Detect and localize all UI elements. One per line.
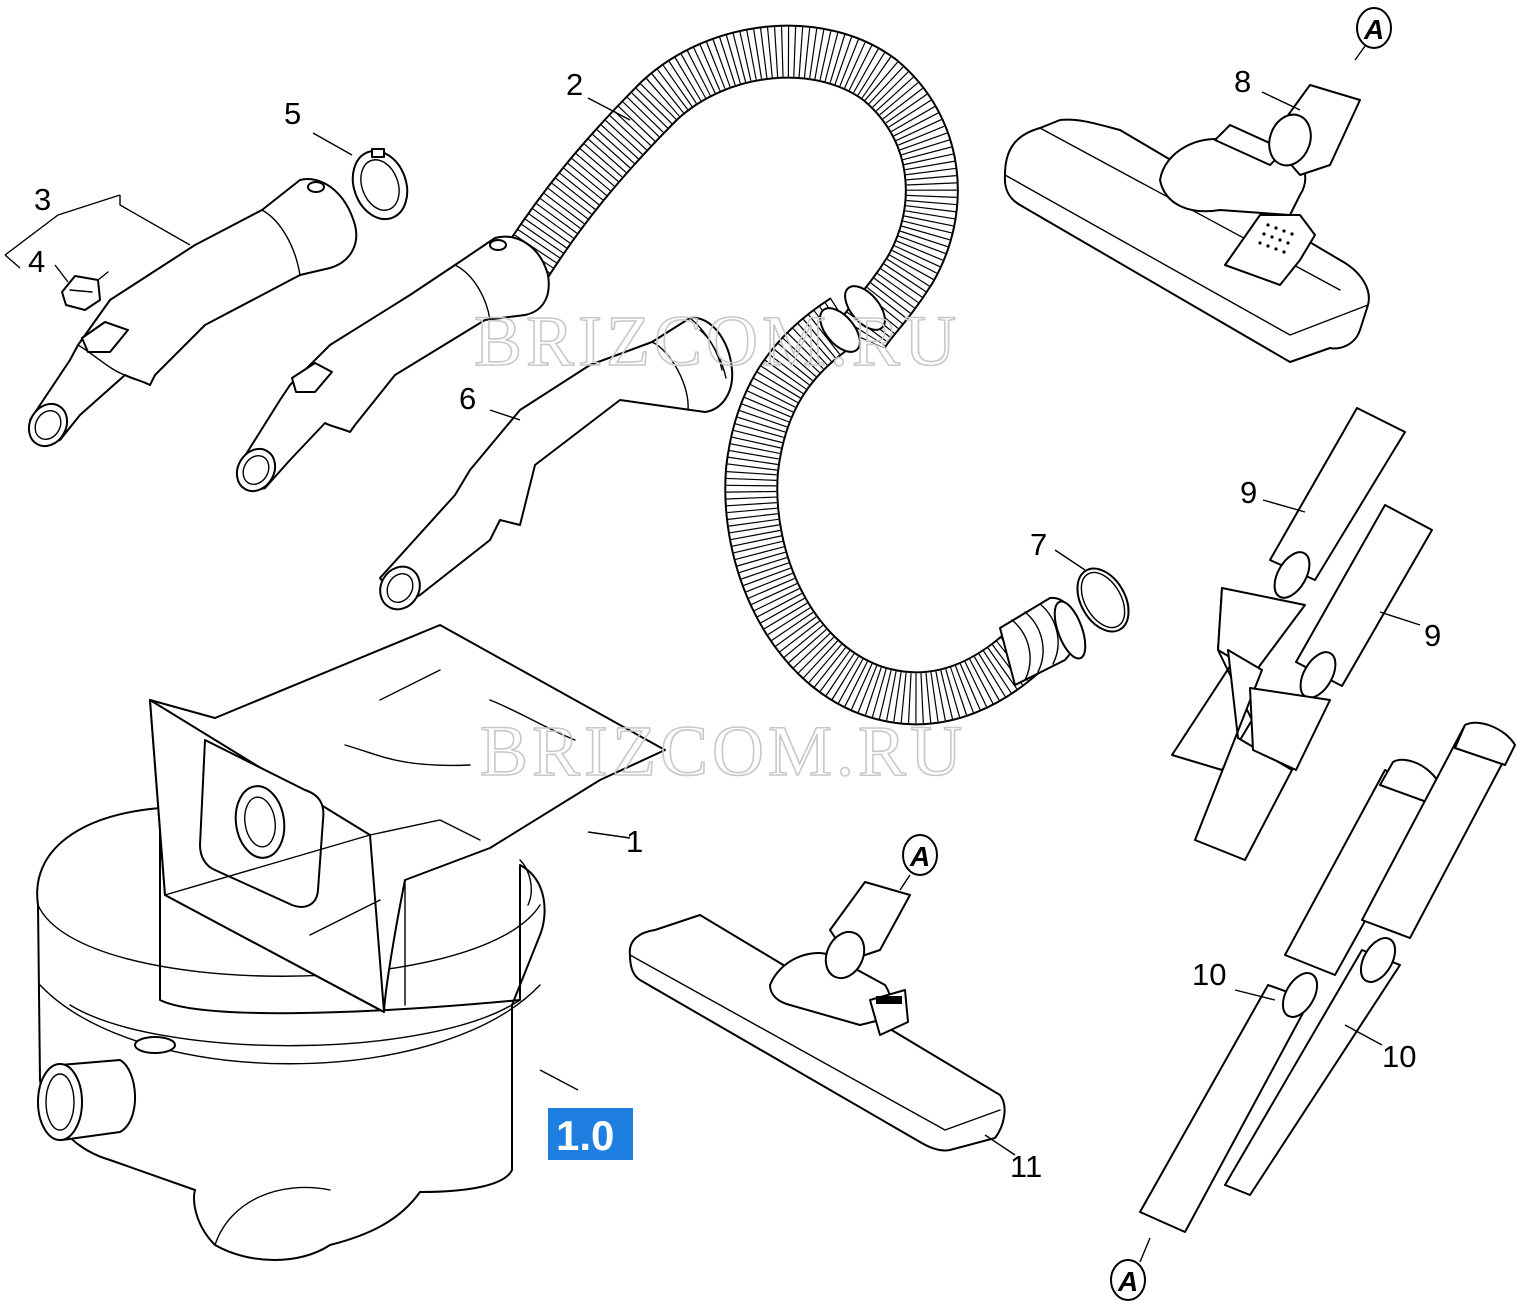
container-tank bbox=[36, 807, 546, 1261]
part-label-8: 8 bbox=[1234, 64, 1251, 99]
handle-pipe-middle bbox=[235, 235, 550, 493]
floor-nozzle-lower bbox=[628, 881, 1006, 1152]
svg-text:A: A bbox=[1117, 1266, 1138, 1297]
handle-pipe-upper-left bbox=[27, 178, 358, 448]
suction-hose bbox=[502, 24, 1087, 726]
extension-tube-9-right bbox=[1249, 504, 1433, 771]
leader-lines bbox=[4, 41, 1421, 1263]
part-label-10-left: 10 bbox=[1192, 957, 1226, 992]
watermark-upper: BRIZCOM.RU bbox=[474, 301, 960, 381]
part-label-3: 3 bbox=[34, 182, 51, 217]
svg-text:A: A bbox=[1363, 14, 1384, 45]
part-label-9-right: 9 bbox=[1424, 618, 1441, 653]
section-badge: 1.0 bbox=[548, 1108, 633, 1160]
part-label-2: 2 bbox=[566, 67, 583, 102]
filter-bag bbox=[149, 624, 666, 1013]
extension-tube-10-right bbox=[1224, 721, 1516, 1196]
part-label-10-right: 10 bbox=[1382, 1039, 1416, 1074]
part-label-4: 4 bbox=[28, 244, 45, 279]
extension-tube-9-left bbox=[1171, 407, 1406, 861]
part-label-6: 6 bbox=[459, 381, 476, 416]
watermark-lower: BRIZCOM.RU bbox=[480, 711, 966, 791]
part-label-1: 1 bbox=[626, 824, 643, 859]
part-labels: 1 2 3 4 5 6 7 8 9 9 10 10 11 bbox=[28, 64, 1441, 1184]
svg-text:A: A bbox=[909, 841, 930, 872]
section-badge-label: 1.0 bbox=[556, 1112, 614, 1159]
clamp-ring bbox=[351, 148, 409, 221]
o-ring bbox=[1076, 567, 1130, 633]
part-label-11: 11 bbox=[1010, 1149, 1042, 1184]
handle-pipe-lower bbox=[379, 316, 734, 611]
handle-clip bbox=[61, 271, 109, 311]
floor-nozzle-upper bbox=[1003, 84, 1370, 363]
part-label-7: 7 bbox=[1030, 527, 1047, 562]
reference-marker-top: A bbox=[1356, 7, 1392, 49]
reference-marker-bottom: A bbox=[1110, 1259, 1146, 1301]
extension-tube-10-left bbox=[1139, 758, 1441, 1233]
part-label-9-left: 9 bbox=[1240, 475, 1257, 510]
part-label-5: 5 bbox=[284, 96, 301, 131]
reference-marker-middle: A bbox=[902, 834, 938, 876]
